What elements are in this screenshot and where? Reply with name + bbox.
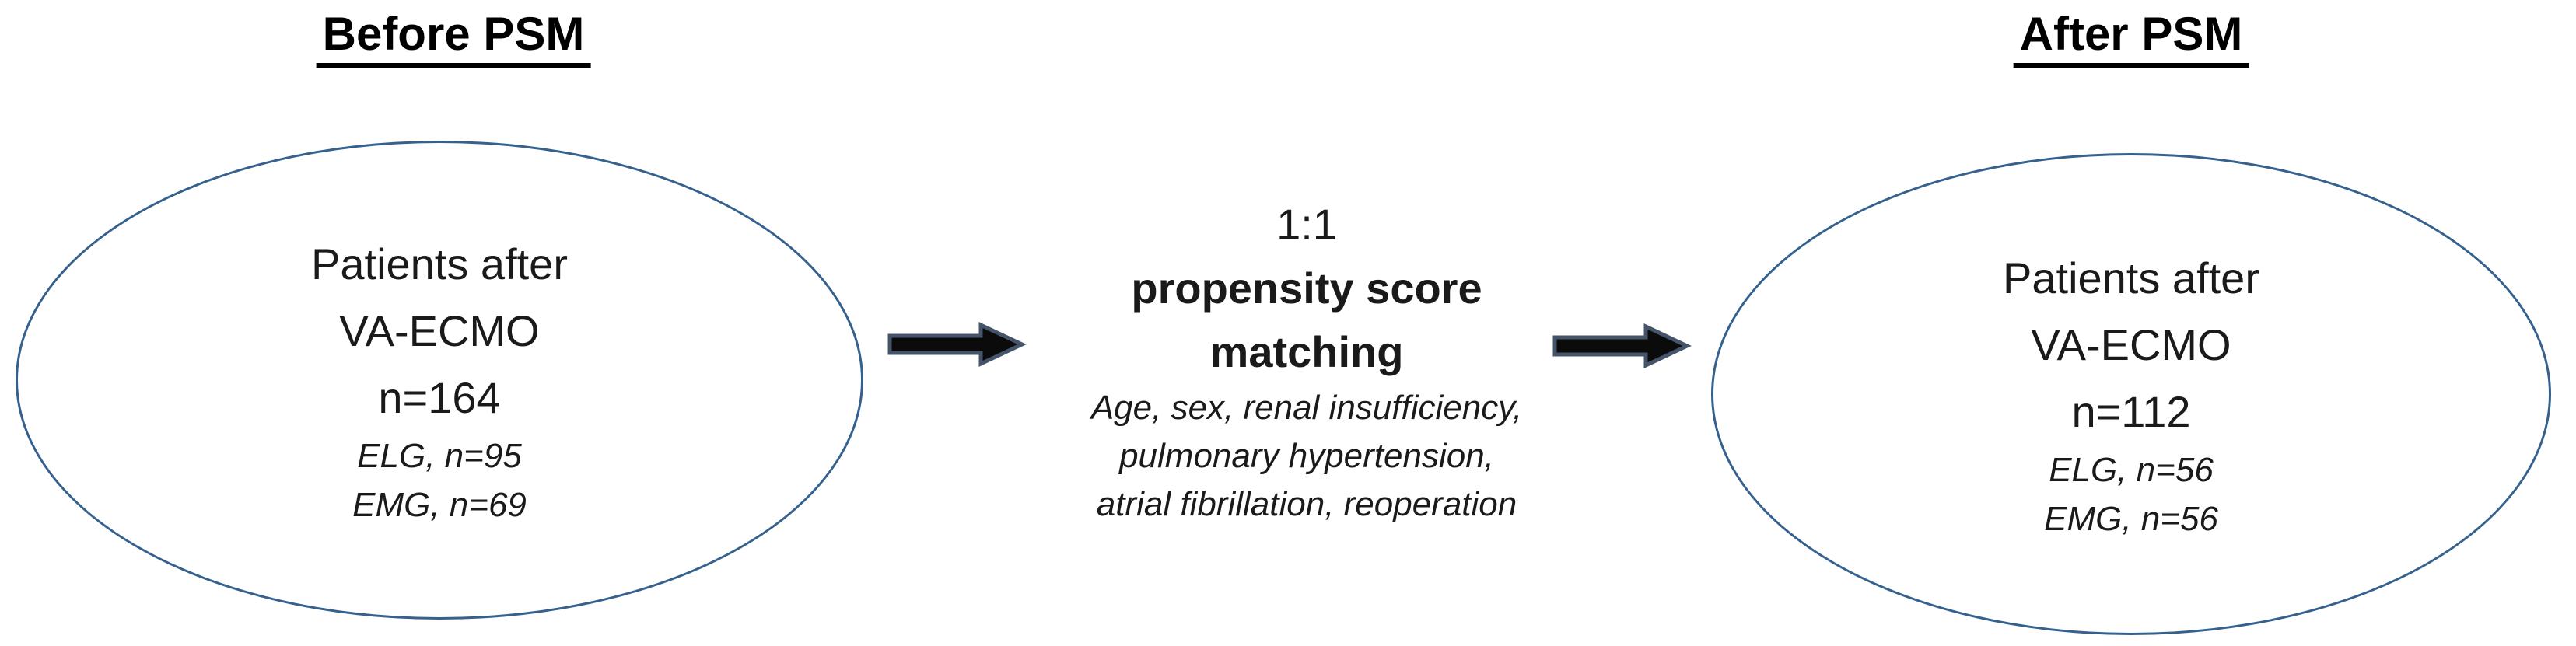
n-total-label: n=112 (2071, 387, 2191, 436)
emg-count-label: EMG, n=56 (2044, 500, 2218, 538)
before-psm-ellipse: Patients after VA-ECMO n=164 ELG, n=95 E… (16, 141, 863, 620)
flow-arrow-right-icon (1552, 323, 1692, 368)
emg-count-label: EMG, n=69 (352, 486, 527, 524)
psm-title-line1: propensity score (1131, 264, 1482, 313)
patients-after-label: Patients after (311, 239, 568, 288)
after-psm-title: After PSM (2013, 11, 2249, 68)
matching-description: 1:1 propensity score matching Age, sex, … (1091, 193, 1522, 529)
covariates-line1: Age, sex, renal insufficiency, (1090, 389, 1523, 427)
elg-count-label: ELG, n=56 (2049, 451, 2214, 489)
flow-arrow-left-icon (887, 322, 1027, 367)
covariates-line3: atrial fibrillation, reoperation (1096, 485, 1517, 523)
va-ecmo-label: VA-ECMO (339, 306, 540, 355)
matching-ratio-label: 1:1 (1276, 200, 1337, 249)
covariates-line2: pulmonary hypertension, (1119, 437, 1494, 475)
before-psm-title: Before PSM (316, 11, 591, 68)
va-ecmo-label: VA-ECMO (2031, 320, 2231, 369)
psm-title-line2: matching (1209, 327, 1404, 376)
patients-after-label: Patients after (2003, 253, 2259, 302)
n-total-label: n=164 (378, 373, 501, 422)
elg-count-label: ELG, n=95 (357, 437, 522, 475)
after-psm-ellipse: Patients after VA-ECMO n=112 ELG, n=56 E… (1711, 153, 2551, 635)
